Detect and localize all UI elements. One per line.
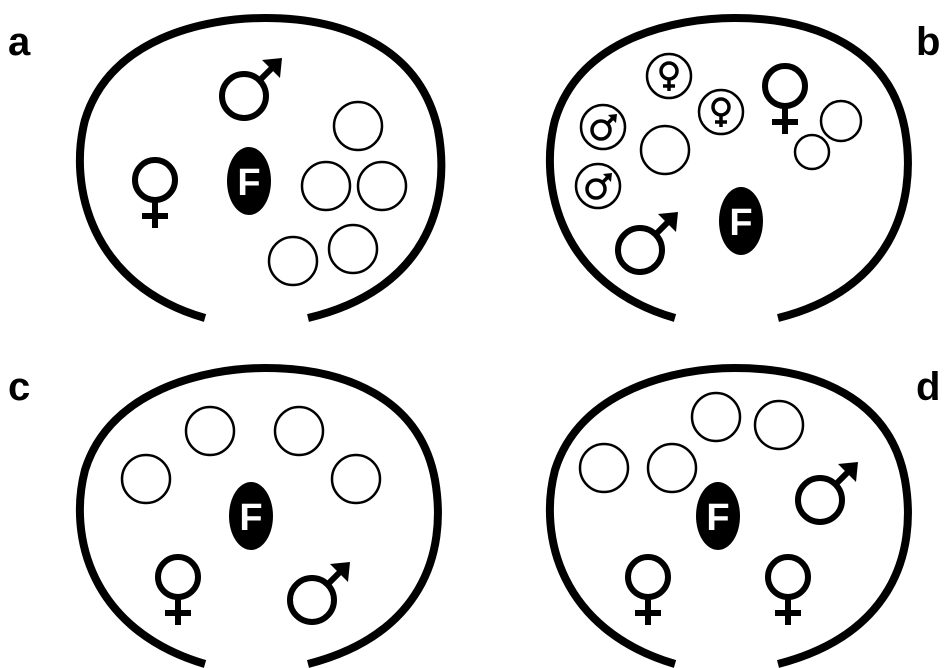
empty-circle xyxy=(821,101,861,141)
flower-mark-label: F xyxy=(239,497,262,539)
encircled-female-icon xyxy=(699,90,743,134)
flower-mark-label: F xyxy=(237,162,260,204)
panel-d: F xyxy=(550,368,908,664)
male-icon xyxy=(222,58,282,118)
empty-circle xyxy=(302,162,350,210)
male-icon xyxy=(618,212,678,272)
female-icon xyxy=(768,557,808,625)
empty-circle xyxy=(334,102,382,150)
empty-circle xyxy=(329,225,377,273)
male-icon xyxy=(798,462,858,522)
female-icon xyxy=(765,66,805,134)
encircled-female-icon xyxy=(647,54,691,98)
empty-circle xyxy=(755,401,803,449)
empty-circle xyxy=(580,444,628,492)
encircled-male-icon xyxy=(576,164,620,208)
empty-circle xyxy=(641,126,689,174)
empty-circle xyxy=(648,444,696,492)
panel-label-b: b xyxy=(916,20,940,64)
panel-label-a: a xyxy=(8,20,31,64)
empty-circle xyxy=(122,455,170,503)
empty-circle xyxy=(332,455,380,503)
empty-circle xyxy=(275,407,323,455)
empty-circle xyxy=(186,407,234,455)
flower-mark-label: F xyxy=(729,202,752,244)
empty-circle xyxy=(358,162,406,210)
panel-label-d: d xyxy=(916,365,940,409)
female-icon xyxy=(135,160,175,228)
panel-c: F xyxy=(80,368,438,664)
female-icon xyxy=(628,557,668,625)
encircled-male-icon xyxy=(581,105,625,149)
male-icon xyxy=(290,562,350,622)
flower-mark-label: F xyxy=(706,497,729,539)
flower-outline xyxy=(550,18,908,318)
panel-label-c: c xyxy=(8,365,30,409)
panel-a: F xyxy=(80,18,441,318)
empty-circle xyxy=(795,135,829,169)
empty-circle xyxy=(692,393,740,441)
panel-b: F xyxy=(550,18,908,318)
empty-circle xyxy=(269,237,317,285)
female-icon xyxy=(158,557,198,625)
